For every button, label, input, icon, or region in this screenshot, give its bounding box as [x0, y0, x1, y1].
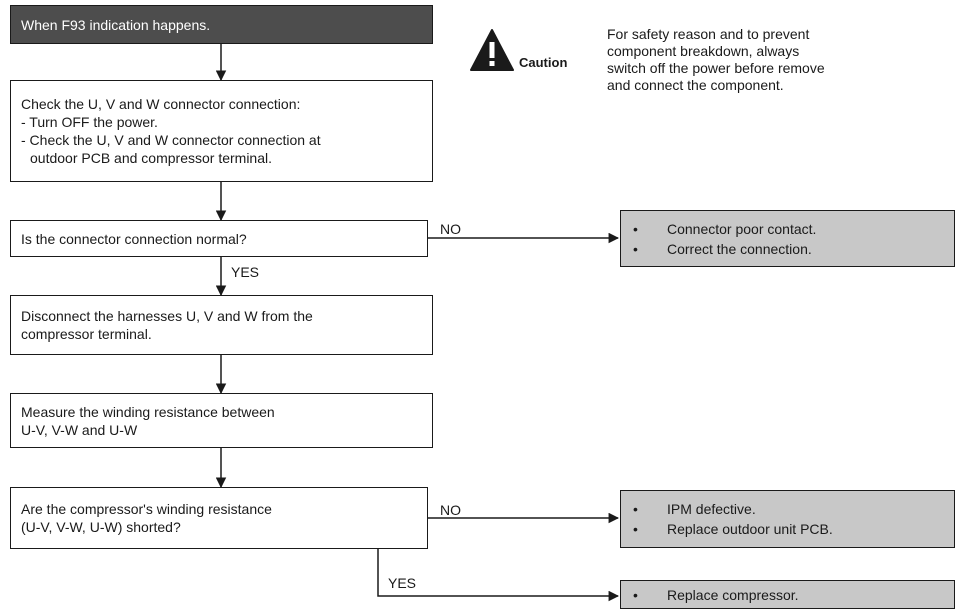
caution-line: and connect the component.	[607, 77, 784, 93]
step-line: Disconnect the harnesses U, V and W from…	[21, 308, 313, 324]
start-text: When F93 indication happens.	[21, 16, 211, 33]
caution-line: For safety reason and to prevent	[607, 26, 810, 42]
step-disconnect-harness: Disconnect the harnesses U, V and W from…	[10, 295, 433, 355]
warning-icon	[470, 29, 514, 71]
result-bullet: •Replace outdoor unit PCB.	[633, 521, 833, 537]
decision2-yes-label: YES	[388, 575, 417, 591]
step-check-connector: Check the U, V and W connector connectio…	[10, 80, 433, 182]
decision1-no-label: NO	[440, 221, 461, 237]
decision-text: Is the connector connection normal?	[21, 230, 247, 247]
decision1-yes-label: YES	[231, 264, 260, 280]
step-line: - Check the U, V and W connector connect…	[21, 132, 321, 148]
step-line: U-V, V-W and U-W	[21, 421, 138, 438]
caution-note: For safety reason and to prevent compone…	[607, 26, 825, 94]
decision-connector-normal: Is the connector connection normal?	[10, 220, 428, 257]
result-replace-compressor: •Replace compressor.	[620, 580, 955, 609]
decision2-no-label: NO	[440, 502, 461, 518]
result-connector-poor-contact: •Connector poor contact. •Correct the co…	[620, 210, 955, 267]
step-line: Check the U, V and W connector connectio…	[21, 96, 301, 112]
step-measure-resistance: Measure the winding resistance between U…	[10, 393, 433, 448]
step-line: - Turn OFF the power.	[21, 114, 158, 130]
step-line: compressor terminal.	[21, 326, 152, 342]
result-ipm-defective: •IPM defective. •Replace outdoor unit PC…	[620, 490, 955, 548]
result-bullet: •Connector poor contact.	[633, 220, 817, 237]
result-bullet: •Correct the connection.	[633, 240, 812, 257]
decision-line: Are the compressor's winding resistance	[21, 501, 272, 517]
caution-line: switch off the power before remove	[607, 60, 825, 76]
start-box: When F93 indication happens.	[10, 5, 433, 44]
step-line: Measure the winding resistance between	[21, 403, 275, 420]
result-bullet: •IPM defective.	[633, 501, 756, 517]
step-line: outdoor PCB and compressor terminal.	[30, 150, 272, 166]
result-bullet: •Replace compressor.	[633, 586, 799, 603]
caution-label: Caution	[519, 55, 568, 70]
decision-resistance-shorted: Are the compressor's winding resistance …	[10, 487, 428, 549]
caution-line: component breakdown, always	[607, 43, 800, 59]
decision-line: (U-V, V-W, U-W) shorted?	[21, 519, 181, 535]
arrow-decision2-yes	[377, 549, 620, 602]
